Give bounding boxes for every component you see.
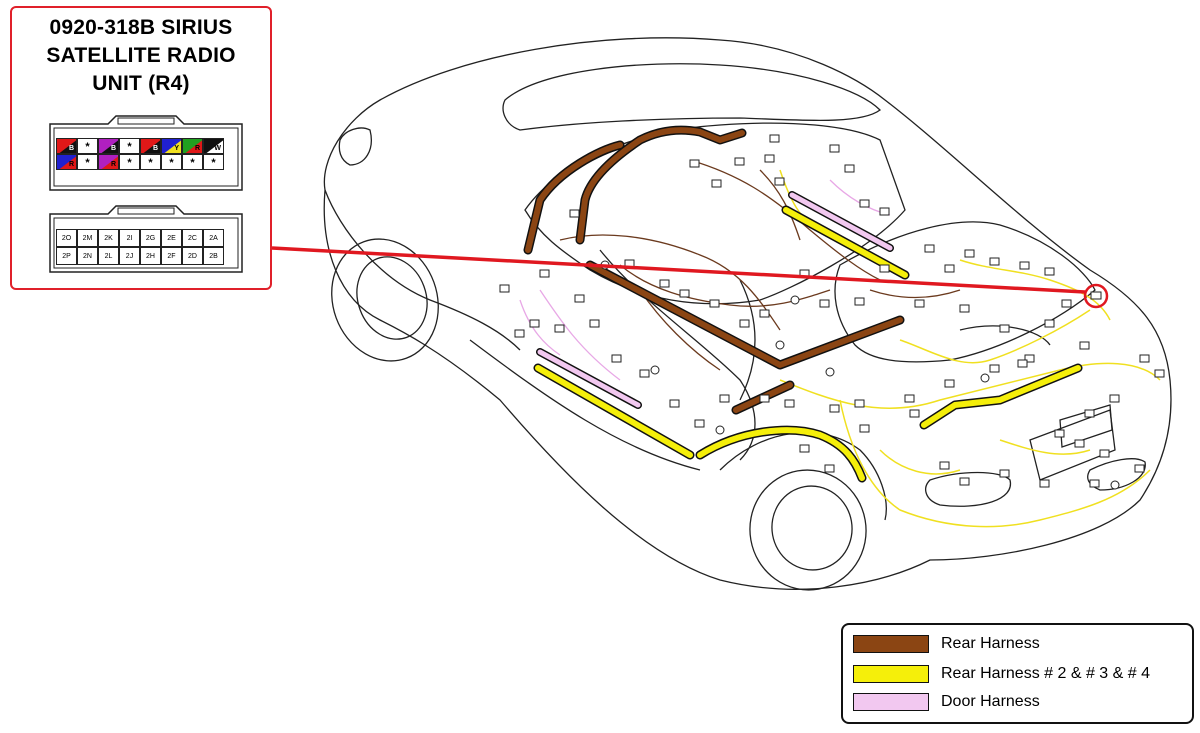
connector-pin: R [56,154,77,170]
legend-item-rear-harness-2-3-4: Rear Harness # 2 & # 3 & # 4 [853,663,1150,685]
legend-swatch [853,665,929,683]
wire-color-code: B [110,145,116,152]
wire-color-code: R [68,161,74,168]
unused-pin-mark: * [190,157,195,169]
connector-pin: * [77,154,98,170]
wire-color-code: B [68,145,74,152]
connector-pin: * [77,138,98,154]
wire-color-code: B [152,145,158,152]
connector-pin-label: 2M [77,229,98,247]
connector-title-line-3: UNIT (R4) [92,72,190,95]
unused-pin-mark: * [127,157,132,169]
connector-pin: * [203,154,224,170]
legend-label: Rear Harness # 2 & # 3 & # 4 [941,665,1150,682]
connector-inset: 0920-318B SIRIUS SATELLITE RADIO UNIT (R… [10,6,272,290]
connector-pin-label: 2I [119,229,140,247]
connector-pin-label: 2H [140,247,161,265]
legend-swatch [853,635,929,653]
wire-color-code: R [110,161,116,168]
top-connector-row-1: B * B * B Y R W [56,138,224,154]
connector-pin-label: 2L [98,247,119,265]
wire-color-code: W [214,145,221,152]
rear-harness-2-3-4-wiring-thin [779,169,1161,528]
connector-pin-label: 2B [203,247,224,265]
legend-label: Rear Harness [941,635,1040,652]
legend-swatch [853,693,929,711]
legend-item-rear-harness: Rear Harness [853,633,1040,655]
unused-pin-mark: * [127,141,132,153]
connector-pin: W [203,138,224,154]
connector-pin: R [182,138,203,154]
wire-color-stripe [57,155,76,169]
connector-pin: * [182,154,203,170]
connector-pin: B [56,138,77,154]
connector-pin-label: 2N [77,247,98,265]
car-body [323,37,1172,591]
connector-title-line-1: 0920-318B SIRIUS [49,16,233,39]
wire-color-stripe [183,139,202,153]
connector-pin: * [119,154,140,170]
connector-pin-label: 2P [56,247,77,265]
wire-color-stripe [99,139,118,153]
unused-pin-mark: * [85,141,90,153]
wire-color-code: Y [174,145,179,152]
wire-color-stripe [141,139,160,153]
wire-color-stripe [99,155,118,169]
connector-pin-label: 2G [140,229,161,247]
rear-harness-wiring-thin [559,159,961,371]
legend-item-door-harness: Door Harness [853,691,1040,713]
connector-pin: * [119,138,140,154]
connector-pin-label: 2E [161,229,182,247]
connector-pin: Y [161,138,182,154]
connector-title: 0920-318B SIRIUS SATELLITE RADIO UNIT (R… [12,14,270,98]
connector-pin: B [140,138,161,154]
connector-pin-label: 2J [119,247,140,265]
unused-pin-mark: * [148,157,153,169]
connector-title-line-2: SATELLITE RADIO [46,44,236,67]
connector-pin-label: 2K [98,229,119,247]
harness-legend: Rear Harness Rear Harness # 2 & # 3 & # … [841,623,1194,724]
connector-pin: * [161,154,182,170]
r4-pointer [271,246,1109,309]
top-connector-row-2: R * R * * * * * [56,154,224,170]
rear-harness-2-3-4-bands [533,205,1083,483]
connector-pin-label: 2O [56,229,77,247]
connector-pin-label: 2D [182,247,203,265]
unused-pin-mark: * [169,157,174,169]
unused-pin-mark: * [85,157,90,169]
connector-pin: B [98,138,119,154]
connector-pin: R [98,154,119,170]
wire-color-stripe [57,139,76,153]
door-harness-bands [536,191,894,409]
connector-pin-label: 2C [182,229,203,247]
connector-pin-label: 2A [203,229,224,247]
rear-harness-bands [523,125,905,415]
connector-pin-label: 2F [161,247,182,265]
unused-pin-mark: * [211,157,216,169]
wire-color-stripe [162,139,181,153]
wire-color-code: R [194,145,200,152]
wire-color-stripe [204,139,223,153]
connector-pin: * [140,154,161,170]
legend-label: Door Harness [941,693,1040,710]
harness-connectors [499,134,1165,488]
